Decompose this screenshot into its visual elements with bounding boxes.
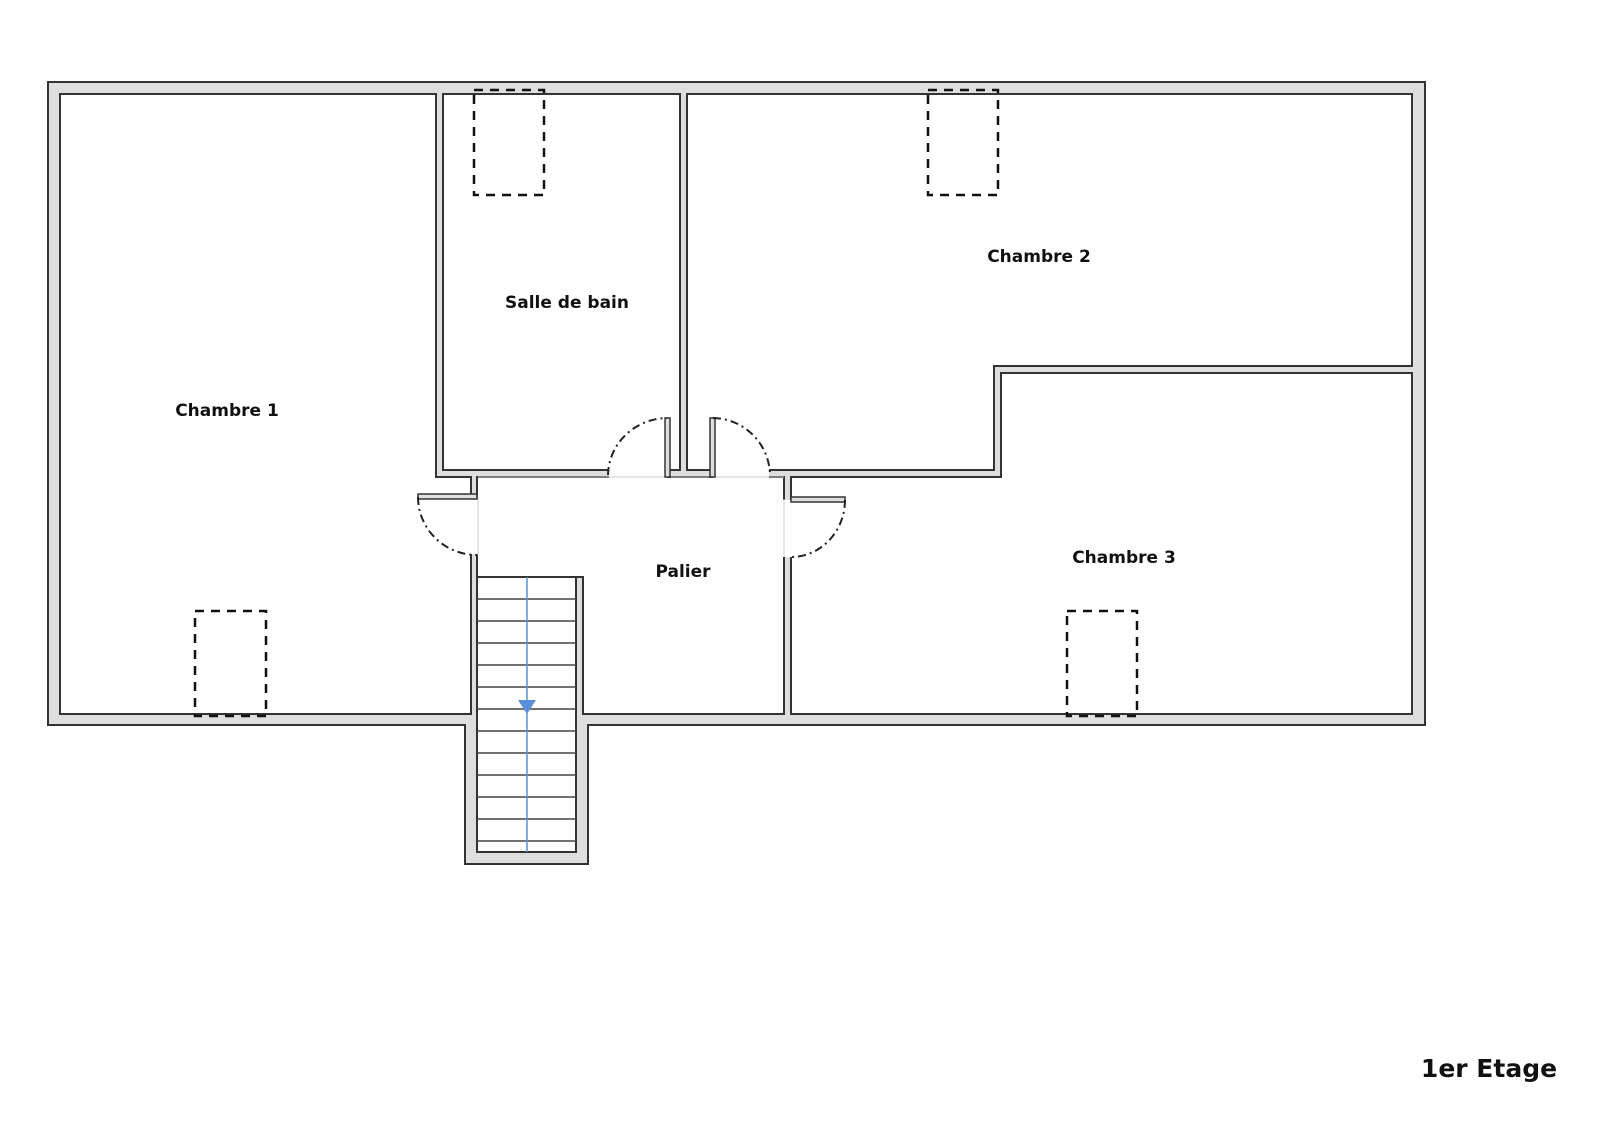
stair-direction-arrow-icon bbox=[518, 700, 536, 714]
door-opening-chambre-1 bbox=[470, 498, 479, 554]
door-opening-salle-de-bain bbox=[609, 469, 667, 478]
room-chambre-2[interactable] bbox=[686, 93, 1413, 471]
label-chambre-2: Chambre 2 bbox=[987, 247, 1091, 267]
door-chambre-1[interactable] bbox=[417, 493, 478, 556]
door-chambre-2[interactable] bbox=[709, 417, 771, 478]
room-chambre-1[interactable] bbox=[59, 93, 472, 715]
door-opening-chambre-2 bbox=[713, 469, 769, 478]
roof-window-chambre-1 bbox=[193, 609, 268, 718]
label-chambre-1: Chambre 1 bbox=[175, 401, 279, 421]
door-opening-chambre-3 bbox=[783, 500, 792, 557]
label-salle-de-bain: Salle de bain bbox=[505, 293, 629, 313]
room-chambre-3[interactable] bbox=[790, 372, 1413, 715]
room-salle-de-bain[interactable] bbox=[442, 93, 681, 471]
label-palier: Palier bbox=[655, 562, 711, 582]
roof-window-chambre-2 bbox=[926, 88, 1000, 197]
staircase bbox=[476, 576, 577, 853]
roof-window-chambre-3 bbox=[1065, 609, 1139, 718]
door-chambre-3[interactable] bbox=[790, 496, 846, 558]
roof-window-salle-de-bain bbox=[472, 88, 546, 197]
floor-title: 1er Etage bbox=[1421, 1054, 1557, 1083]
door-salle-de-bain[interactable] bbox=[607, 417, 671, 478]
label-chambre-3: Chambre 3 bbox=[1072, 548, 1176, 568]
